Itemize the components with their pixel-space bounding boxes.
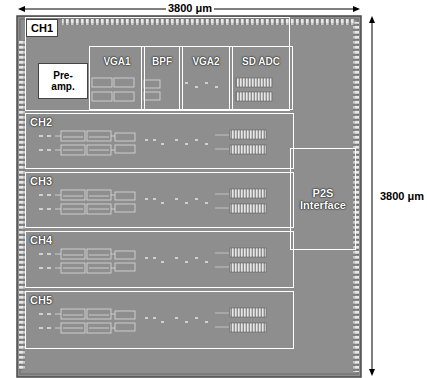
channel-block: CH4 <box>25 231 294 288</box>
filter-block: BPF <box>141 46 183 110</box>
block-label: VGA2 <box>180 56 232 67</box>
channel-label: CH1 <box>26 19 58 37</box>
block-label: Pre- amp. <box>51 70 74 92</box>
vga-block: VGA2 <box>179 46 233 110</box>
channel-label: CH4 <box>26 232 293 248</box>
block-label: P2S Interface <box>291 187 355 211</box>
channel-label: CH3 <box>26 173 293 189</box>
channel-block: CH3 <box>25 172 294 228</box>
channel-label: CH5 <box>26 292 293 308</box>
dimension-label: 3800 μm <box>378 190 426 202</box>
dimension-label: 3800 μm <box>166 2 214 14</box>
block-label: SD ADC <box>230 56 292 67</box>
interface-block: P2S Interface <box>290 148 356 250</box>
vga-block: VGA1 <box>89 46 145 110</box>
channel-block: CH1Pre- amp. VGA1BPFVGA2SD ADC <box>25 17 290 111</box>
block-label: VGA1 <box>90 56 144 67</box>
adc-block: SD ADC <box>229 46 293 110</box>
channel-block: CH2 <box>25 113 294 169</box>
preamp-block: Pre- amp. <box>38 63 88 99</box>
channel-block: CH5 <box>25 291 294 349</box>
block-label: BPF <box>142 56 182 67</box>
channel-label: CH2 <box>26 114 293 130</box>
